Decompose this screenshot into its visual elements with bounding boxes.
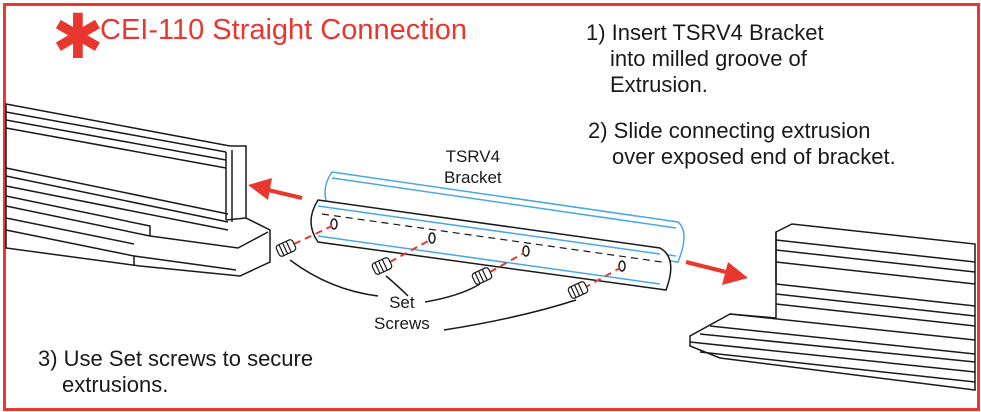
set-screws-label-line-1: Set (389, 293, 415, 312)
screw-guides (293, 225, 621, 289)
step-2: 2) Slide connecting extrusion over expos… (588, 118, 896, 170)
step-1: 1) Insert TSRV4 Bracket into milled groo… (586, 20, 824, 98)
arrow-right-icon (722, 262, 748, 285)
set-screw (371, 257, 393, 275)
set-screws-label: Set Screws (374, 292, 430, 334)
set-screw (275, 239, 297, 257)
bracket-label-line-1: TSRV4 (445, 147, 501, 166)
step-3: 3) Use Set screws to secure extrusions. (38, 346, 313, 398)
set-screw (567, 281, 589, 299)
set-screws (275, 239, 589, 299)
left-extrusion (5, 103, 271, 277)
step-1-line-2: into milled groove of (610, 46, 807, 71)
direction-arrows (248, 178, 748, 285)
step-2-line-2: over exposed end of bracket. (612, 144, 896, 169)
bracket-label-line-2: Bracket (444, 168, 502, 187)
arrow-left-icon (248, 178, 272, 200)
page-title: CEI-110 Straight Connection (100, 14, 468, 46)
tsrv4-bracket-front (310, 199, 672, 291)
set-screw (471, 267, 493, 285)
screw-leader-lines (289, 259, 577, 331)
asterisk-icon: ✱ (52, 0, 104, 73)
set-screws-label-line-2: Screws (374, 314, 430, 333)
step-3-line-2: extrusions. (62, 372, 169, 397)
step-2-line-1: 2) Slide connecting extrusion (588, 118, 871, 143)
step-3-line-1: 3) Use Set screws to secure (38, 346, 314, 371)
right-extrusion (689, 223, 976, 391)
bracket-label: TSRV4 Bracket (444, 146, 502, 188)
step-1-line-3: Extrusion. (610, 72, 708, 97)
step-1-line-1: 1) Insert TSRV4 Bracket (586, 20, 824, 45)
